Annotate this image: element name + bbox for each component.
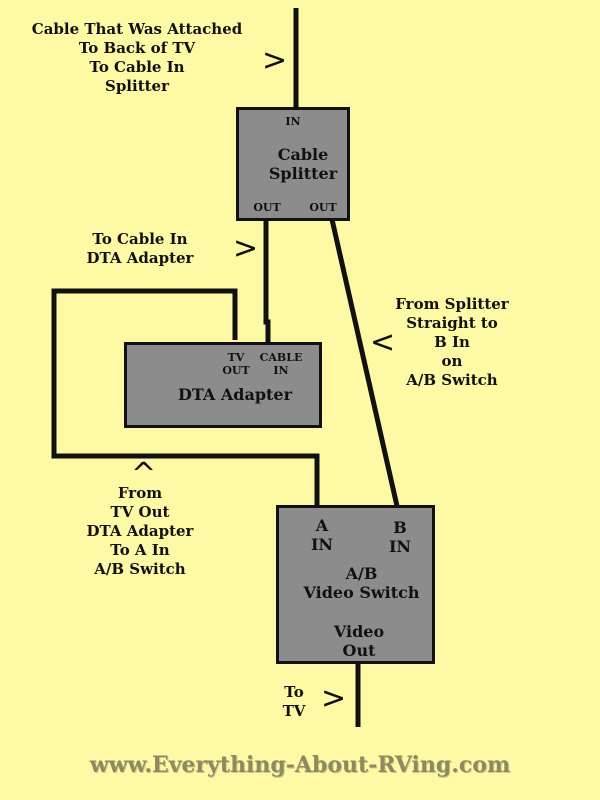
wire-dta-to-a [51,288,320,506]
arrow-left-splitter-to-b: < [370,325,396,360]
splitter-out-port-1: OUT [253,201,281,214]
note-splitter-to-b: From Splitter Straight to B In on A/B Sw… [395,295,509,389]
switch-title: A/B Video Switch [303,564,420,602]
switch-a-in-port: A IN [310,516,334,554]
ab-switch-box: A IN B IN A/B Video Switch Video Out [276,505,435,664]
wire-splitter-to-b [328,214,400,507]
site-footer-url: www.Everything-About-RVing.com [89,752,511,778]
note-to-tv: To TV [282,683,306,720]
dta-adapter-box: TV OUT CABLE IN DTA Adapter [124,342,322,428]
switch-b-in-port: B IN [388,518,412,556]
arrow-right-to-dta: > [233,231,259,266]
dta-title: DTA Adapter [177,385,293,404]
note-tv-cable: Cable That Was Attached To Back of TV To… [31,20,243,95]
note-dta-to-a: From TV Out DTA Adapter To A In A/B Swit… [86,484,194,578]
dta-tv-out-port: TV OUT [222,351,250,377]
splitter-out-port-2: OUT [309,201,337,214]
arrow-right-to-tv: > [321,681,347,716]
dta-cable-in-port: CABLE IN [259,351,303,377]
arrow-up-dta-to-a: ^ [131,457,157,492]
arrow-right-tv-cable: > [262,43,288,78]
cable-splitter-box: IN Cable Splitter OUT OUT [236,107,350,221]
splitter-title: Cable Splitter [268,145,338,183]
note-to-dta: To Cable In DTA Adapter [86,230,194,267]
switch-video-out-port: Video Out [333,622,385,660]
wire-splitter-to-dta [263,206,271,344]
splitter-in-port: IN [285,115,301,128]
